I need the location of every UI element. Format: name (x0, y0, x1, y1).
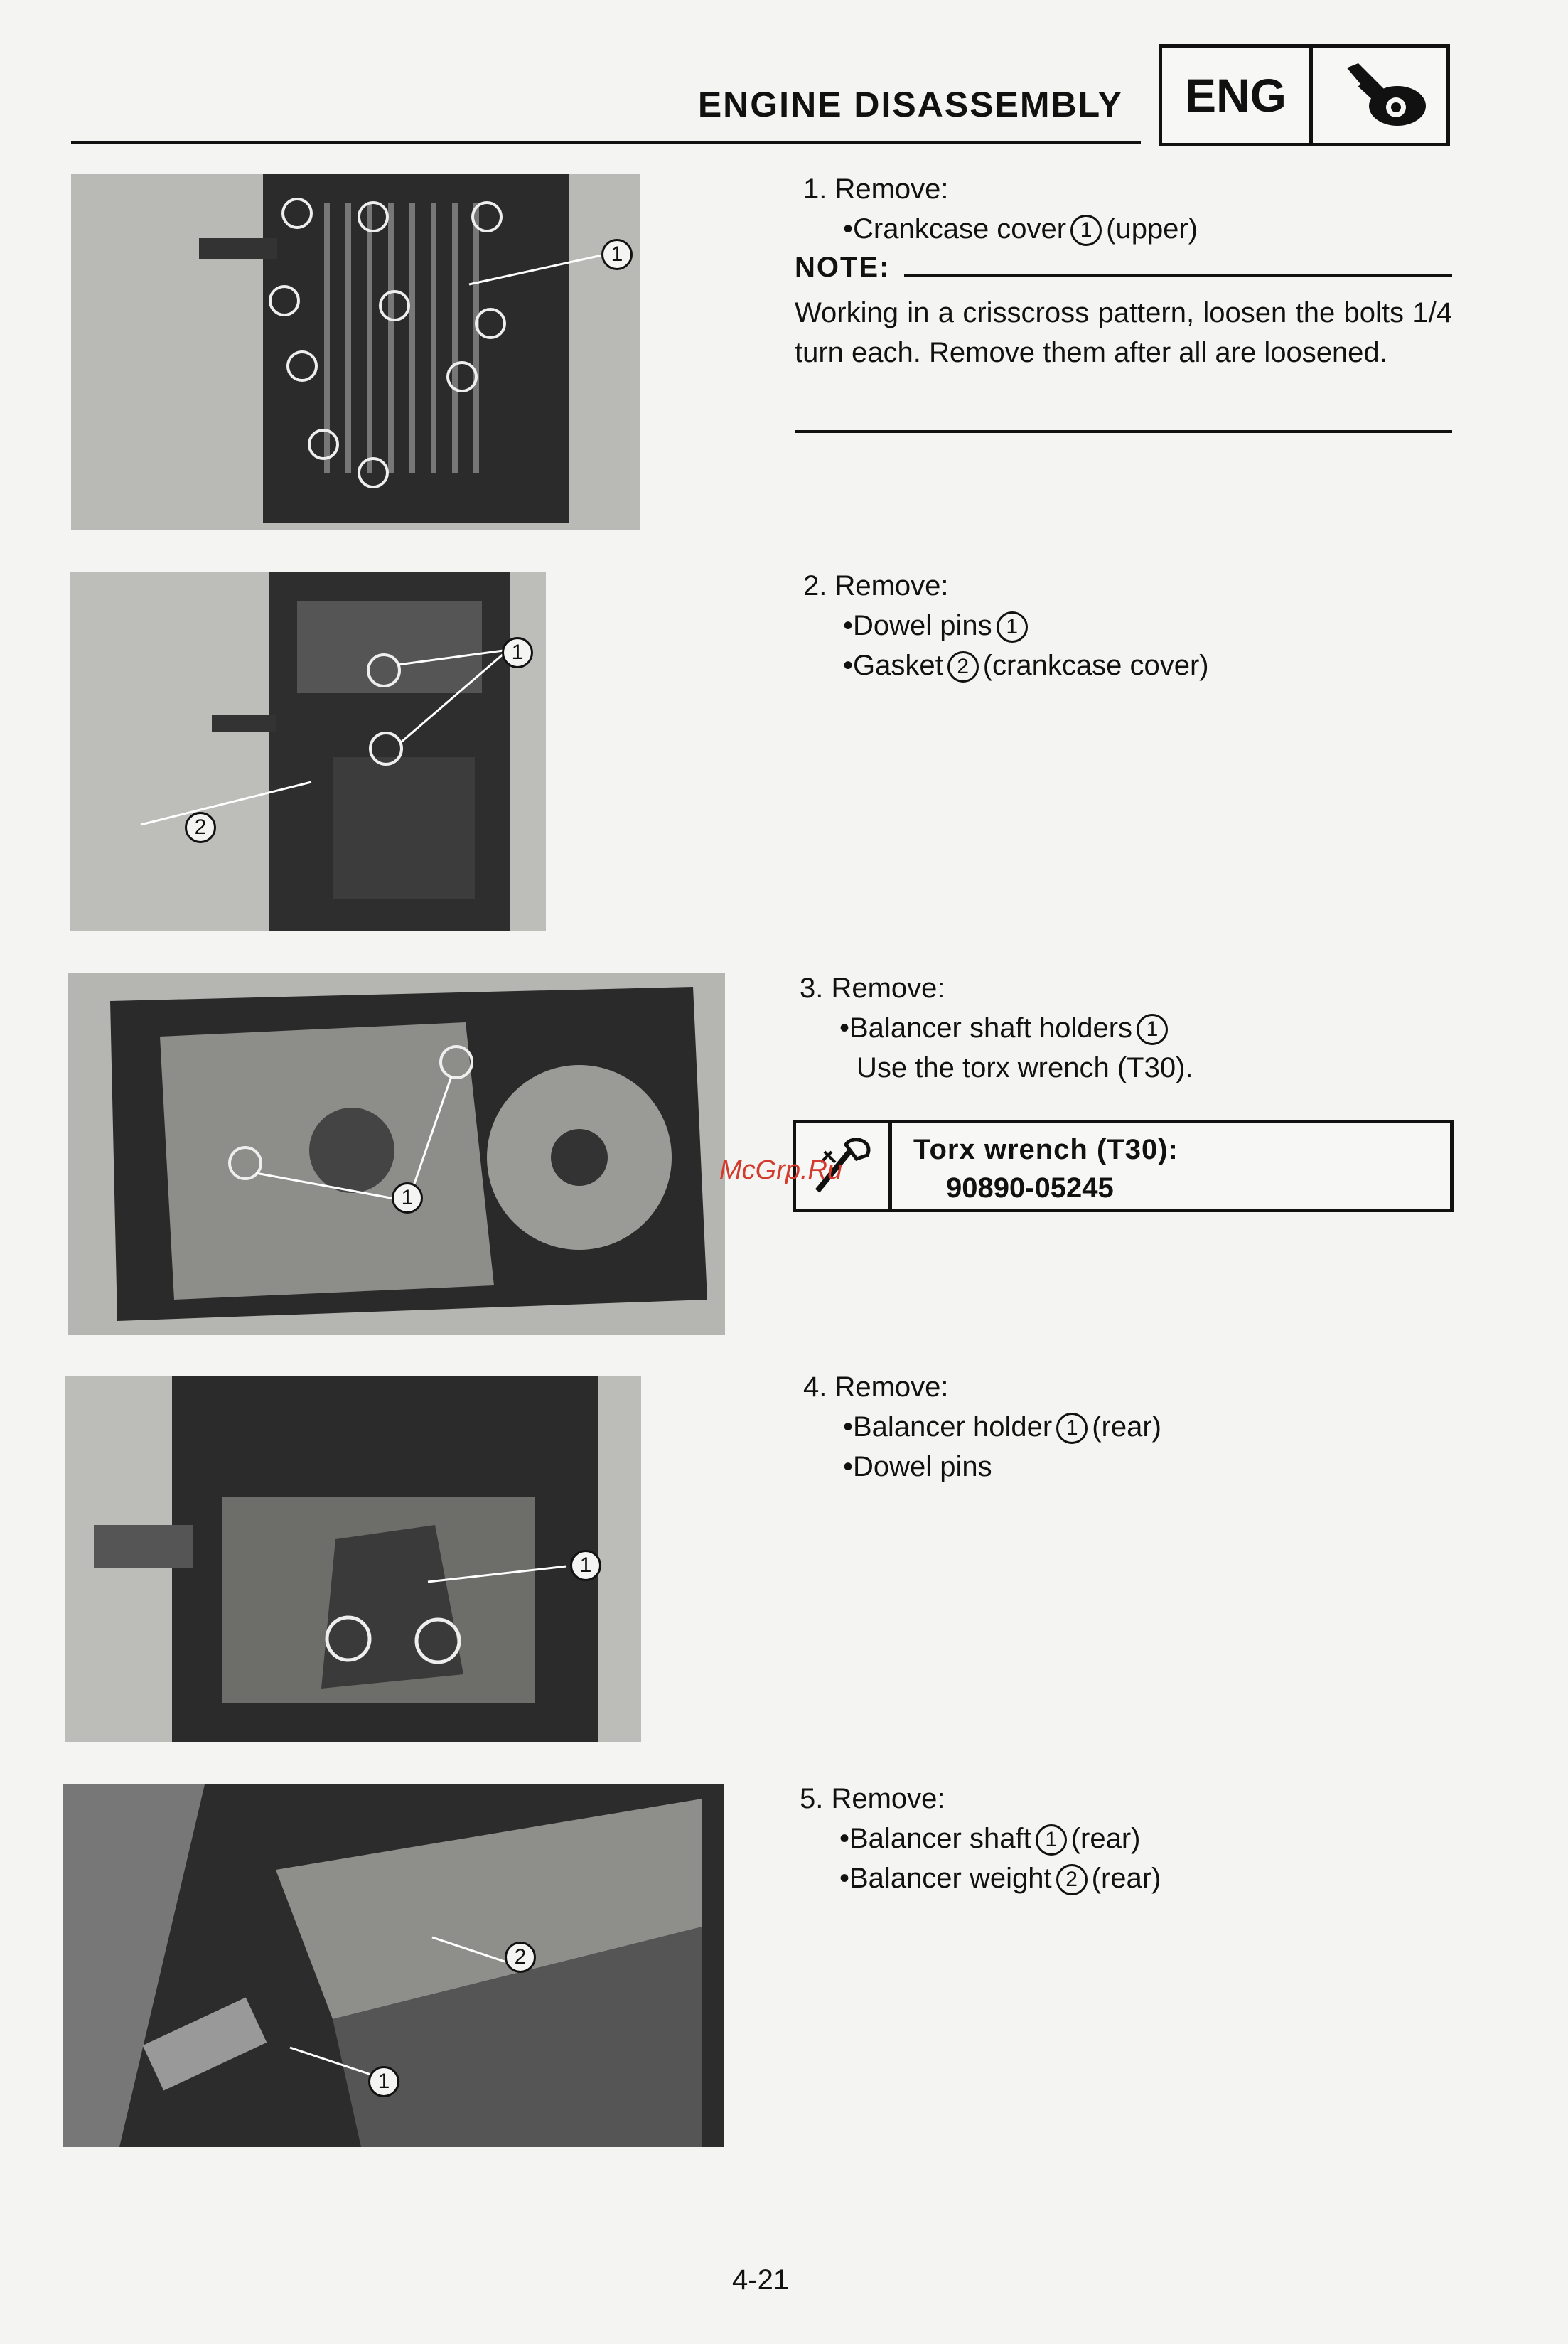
photo-balancer-holder (65, 1376, 641, 1742)
photo-balancer-shaft-holders (68, 973, 725, 1335)
special-tool-box: Torx wrench (T30): 90890-05245 (793, 1120, 1454, 1212)
note-label: NOTE: (795, 251, 891, 283)
step-heading: 3. Remove: (800, 973, 945, 1004)
callout-2: 2 (505, 1942, 536, 1973)
note-text: Working in a crisscross pattern, loosen … (795, 297, 1452, 368)
watermark: McGrp.Ru (719, 1155, 843, 1185)
callout-1: 1 (601, 239, 633, 270)
step-heading: 1. Remove: (803, 173, 949, 205)
callout-1: 1 (570, 1550, 601, 1581)
callout-2: 2 (185, 812, 216, 843)
step-heading: 4. Remove: (803, 1371, 949, 1403)
torx-wrench-icon (796, 1123, 892, 1209)
header-rule (71, 141, 1141, 144)
section-badge: ENG (1159, 44, 1450, 146)
section-label: ENG (1162, 48, 1313, 143)
step-subtext: Use the torx wrench (T30). (857, 1052, 1193, 1083)
engine-wrench-icon (1313, 48, 1446, 143)
callout-1: 1 (392, 1182, 423, 1214)
note-header: NOTE: (795, 247, 1452, 287)
callout-1: 1 (502, 637, 533, 668)
callout-1: 1 (368, 2066, 399, 2097)
step-heading: 2. Remove: (803, 570, 949, 601)
tool-part-number: 90890-05245 (946, 1172, 1114, 1204)
photo-crankcase-cover (71, 174, 640, 530)
note-rule (795, 430, 1452, 433)
step-heading: 5. Remove: (800, 1783, 945, 1814)
page-title: ENGINE DISASSEMBLY (697, 85, 1123, 124)
photo-dowel-pins-gasket (70, 572, 546, 931)
tool-name: Torx wrench (T30): (913, 1134, 1178, 1165)
step-item: •Dowel pins (843, 1451, 992, 1482)
page-number: 4-21 (732, 2264, 790, 2296)
